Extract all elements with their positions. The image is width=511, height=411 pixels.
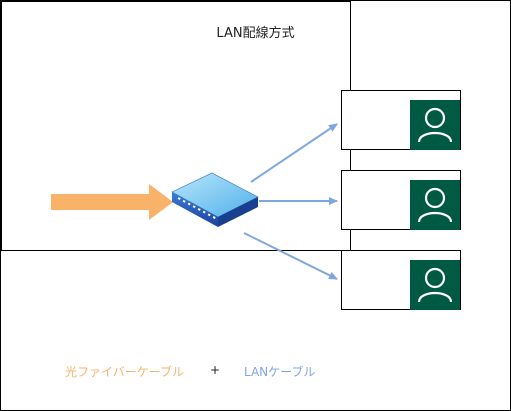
- client-box-3: [341, 250, 461, 310]
- lan-cable-3: [243, 232, 338, 280]
- network-switch-icon: [171, 172, 259, 227]
- user-icon: [410, 100, 460, 150]
- user-icon: [410, 180, 460, 230]
- fiber-arrow: [51, 184, 173, 220]
- legend-plus: +: [210, 363, 221, 377]
- diagram-title: LAN配線方式: [216, 26, 295, 41]
- legend-fiber-label: 光ファイバーケーブル: [65, 365, 185, 379]
- legend-lan-label: LANケーブル: [244, 365, 316, 379]
- user-icon: [410, 260, 460, 310]
- client-box-1: [341, 90, 461, 150]
- client-box-2: [341, 170, 461, 230]
- lan-cable-1: [250, 123, 338, 183]
